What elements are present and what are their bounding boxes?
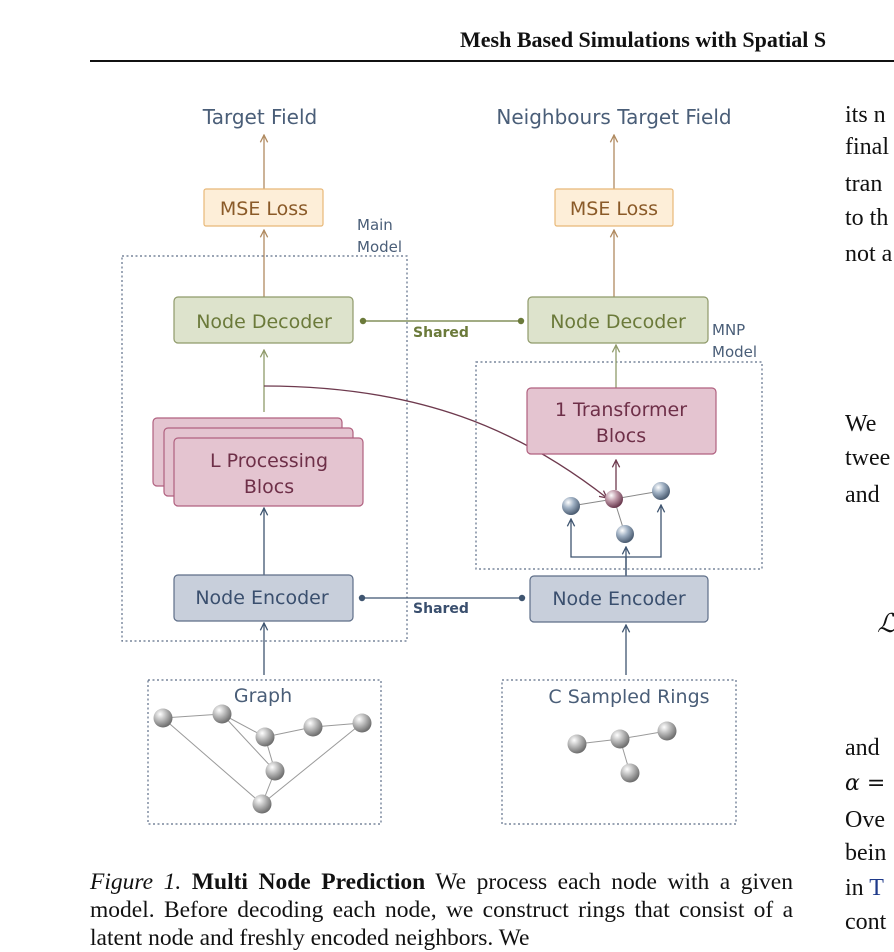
side-text-line: Ove	[845, 807, 885, 833]
processing-bloc-front	[173, 437, 364, 507]
header-rule	[90, 60, 894, 62]
side-text-line: and	[845, 482, 880, 508]
main-model-label-line2: Model	[357, 238, 402, 256]
side-text-line: and	[845, 735, 880, 761]
multi-node-prediction-figure: Target Field Neighbours Target Field MSE…	[121, 105, 763, 825]
side-text-line: twee	[845, 445, 891, 471]
table-ref-link[interactable]: T	[869, 875, 884, 901]
caption-title: Multi Node Prediction	[191, 869, 426, 895]
transformer-bloc-box	[526, 387, 717, 455]
side-text-line: cont	[845, 909, 887, 935]
mse-loss-box-left	[203, 188, 324, 227]
side-text-line: not a	[845, 241, 893, 267]
transformer-label-line2: Blocs	[596, 425, 646, 447]
mnp-model-label-line1: MNP	[712, 321, 745, 339]
processing-label-line1: L Processing	[210, 450, 328, 472]
graph-nodes	[153, 704, 372, 814]
node-decoder-label-left: Node Decoder	[196, 311, 332, 333]
shared-label-bottom: Shared	[413, 601, 469, 617]
arrow-encoder-to-ring-left	[571, 519, 627, 576]
graph-illustration	[162, 713, 363, 805]
graph-label: Graph	[234, 685, 292, 707]
running-header: Mesh Based Simulations with Spatial S	[460, 27, 827, 52]
shared-decoder-dot-right	[517, 317, 525, 325]
loss-symbol: ℒ	[877, 609, 894, 639]
sampled-rings-label: C Sampled Rings	[548, 686, 709, 708]
side-text-in: in	[845, 875, 870, 901]
main-model-outline	[121, 255, 408, 642]
node-encoder-box-left	[173, 574, 354, 622]
ring-neighbor-node	[562, 497, 580, 515]
side-text-line: bein	[845, 840, 887, 866]
node-decoder-box-left	[173, 296, 354, 344]
side-text-line: in T	[845, 874, 884, 902]
side-text-line: α =	[845, 771, 886, 796]
caption-body: We process each node with a given model.…	[90, 869, 793, 923]
node-encoder-label-left: Node Encoder	[195, 587, 328, 609]
shared-encoder-dot-left	[358, 594, 366, 602]
ring-neighbor-node	[616, 525, 634, 543]
side-text-line: tran	[845, 171, 883, 197]
side-text-line: final	[845, 134, 889, 160]
caption-label: Figure 1.	[90, 869, 182, 895]
node-encoder-box-right	[529, 575, 709, 623]
side-text-line: to th	[845, 205, 889, 231]
node-decoder-box-right	[527, 296, 709, 344]
node-encoder-label-right: Node Encoder	[552, 588, 685, 610]
shared-encoder-dot-right	[518, 594, 526, 602]
processing-label-line2: Blocs	[244, 476, 294, 498]
mse-loss-label-right: MSE Loss	[570, 198, 658, 220]
mse-loss-box-right	[554, 188, 674, 227]
mnp-model-label-line2: Model	[712, 343, 757, 361]
ring-latent-node	[605, 490, 623, 508]
mnp-model-outline	[475, 361, 763, 570]
transformer-label-line1: 1 Transformer	[555, 399, 687, 421]
node-decoder-label-right: Node Decoder	[550, 311, 686, 333]
neighbours-target-field-label: Neighbours Target Field	[496, 105, 731, 129]
arrow-latent-to-ring	[263, 385, 607, 498]
figure-caption: Figure 1. Multi Node Prediction We proce…	[90, 868, 793, 952]
side-text-line: We	[845, 411, 877, 437]
shared-decoder-dot-left	[359, 317, 367, 325]
shared-label-top: Shared	[413, 325, 469, 341]
target-field-label: Target Field	[202, 105, 317, 129]
arrow-encoder-to-ring-right	[626, 505, 661, 558]
sampled-rings-nodes	[567, 721, 677, 783]
main-model-label-line1: Main	[357, 216, 393, 234]
side-text-line: its n	[845, 102, 886, 128]
mse-loss-label-left: MSE Loss	[220, 198, 308, 220]
rings-outline	[501, 679, 737, 825]
ring-neighbor-node	[652, 482, 670, 500]
